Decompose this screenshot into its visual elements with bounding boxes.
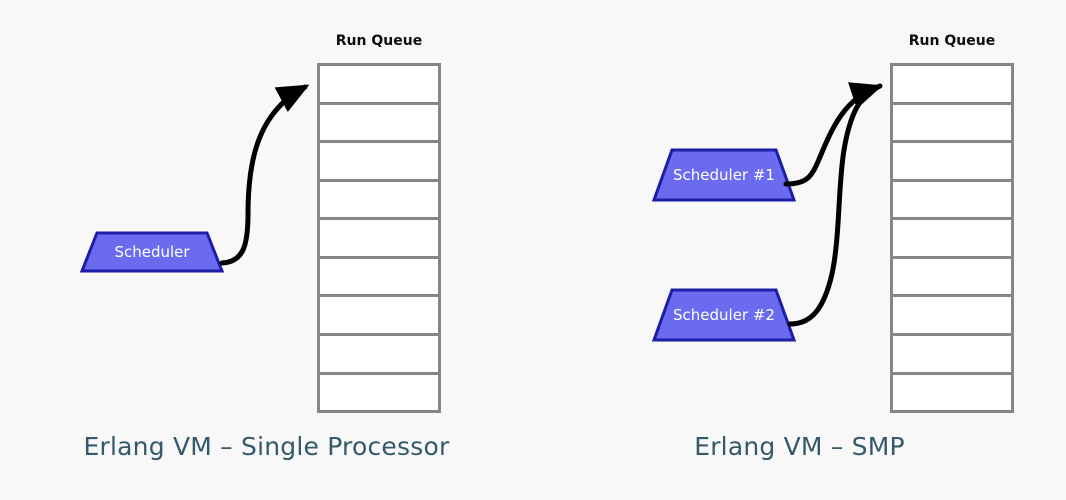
queue-cell [317, 255, 441, 298]
queue-cell [890, 294, 1014, 336]
queue-cell [317, 178, 441, 221]
scheduler-node-2: Scheduler #2 [651, 288, 797, 342]
trapezoid-shape [651, 288, 797, 342]
queue-cell [317, 101, 441, 144]
queue-cell [890, 255, 1014, 298]
queue-cell [890, 140, 1014, 182]
queue-cell [317, 332, 441, 375]
queue-cell [890, 101, 1014, 144]
queue-cell [317, 294, 441, 336]
queue-cell [317, 140, 441, 182]
trapezoid-shape [651, 148, 797, 202]
run-queue-right [890, 63, 1014, 414]
queue-cell [317, 217, 441, 259]
run-queue-title-right: Run Queue [908, 33, 996, 49]
arrow-scheduler2-to-queue [787, 83, 883, 327]
queue-cell [890, 371, 1014, 414]
scheduler-node-single: Scheduler [79, 231, 225, 273]
queue-cell [890, 217, 1014, 259]
queue-cell [890, 332, 1014, 375]
queue-cell [317, 63, 441, 105]
queue-cell [890, 178, 1014, 221]
queue-cell [317, 371, 441, 414]
panel-caption-single-processor: Erlang VM – Single Processor [83, 432, 450, 461]
run-queue-title-left: Run Queue [335, 33, 423, 49]
panel-caption-smp: Erlang VM – SMP [694, 432, 905, 461]
run-queue-left [317, 63, 441, 414]
arrow-scheduler-to-queue [219, 84, 310, 266]
trapezoid-shape [79, 231, 225, 273]
arrow-scheduler1-to-queue [783, 82, 883, 187]
queue-cell [890, 63, 1014, 105]
scheduler-node-1: Scheduler #1 [651, 148, 797, 202]
